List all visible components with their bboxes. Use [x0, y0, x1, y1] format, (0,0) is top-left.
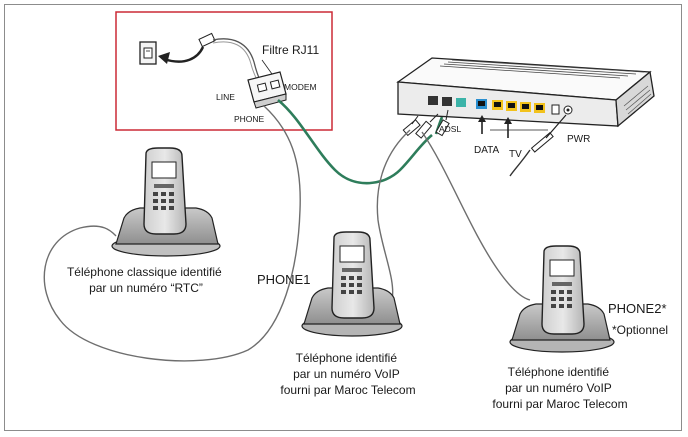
phone2-label: PHONE2*	[608, 301, 667, 316]
voip-phone2-icon	[509, 245, 615, 353]
filter-highlight-box	[115, 11, 333, 131]
power-switch	[551, 104, 560, 115]
wall-socket-icon	[139, 41, 157, 65]
phone2-cable	[421, 131, 531, 301]
optional-label: *Optionnel	[612, 323, 668, 337]
adsl-box-icon	[396, 57, 655, 128]
voip2-caption-line-2: par un numéro VoIP	[505, 381, 612, 395]
data-label: DATA	[474, 145, 500, 156]
phone1-cable	[376, 129, 411, 301]
voip2-caption-line-1: Téléphone identifié	[508, 365, 610, 379]
voip2-caption-line-3: fourni par Maroc Telecom	[492, 397, 627, 411]
classic-caption-line-2: par un numéro “RTC”	[89, 281, 203, 295]
phone1-label: PHONE1	[257, 272, 310, 287]
adsl-cable	[277, 98, 433, 185]
phone-label: PHONE	[234, 114, 265, 124]
port-line	[428, 96, 438, 105]
power-cable	[509, 149, 531, 177]
port-phone1	[442, 97, 452, 106]
data-arrow-icon	[478, 115, 486, 134]
arrow-to-socket-icon	[158, 46, 205, 64]
adsl-label: ADSL	[439, 124, 461, 134]
port-phone2	[456, 98, 466, 107]
box-plugs	[402, 119, 554, 153]
rj11-plug-icon	[198, 32, 216, 48]
voip1-caption-line-3: fourni par Maroc Telecom	[280, 383, 415, 397]
voip1-phone-caption: Téléphone identifié par un numéro VoIP f…	[280, 351, 415, 397]
line-cable	[212, 38, 261, 81]
outer-frame	[4, 4, 682, 431]
voip1-caption-line-1: Téléphone identifié	[296, 351, 398, 365]
voip2-phone-caption: Téléphone identifié par un numéro VoIP f…	[492, 365, 627, 411]
tv-label: TV	[509, 149, 522, 160]
classic-phone-icon	[111, 147, 221, 257]
voip-phone1-icon	[301, 231, 403, 337]
rtc-phone-cable	[43, 105, 301, 362]
modem-label: MODEM	[284, 82, 317, 92]
pwr-label: PWR	[567, 134, 590, 145]
voip1-caption-line-2: par un numéro VoIP	[293, 367, 400, 381]
classic-caption-line-1: Téléphone classique identifié	[67, 265, 222, 279]
line-label: LINE	[216, 92, 235, 102]
rj11-filter-icon	[247, 71, 287, 109]
classic-phone-caption: Téléphone classique identifié par un num…	[67, 265, 225, 295]
filter-label: Filtre RJ11	[262, 43, 319, 57]
